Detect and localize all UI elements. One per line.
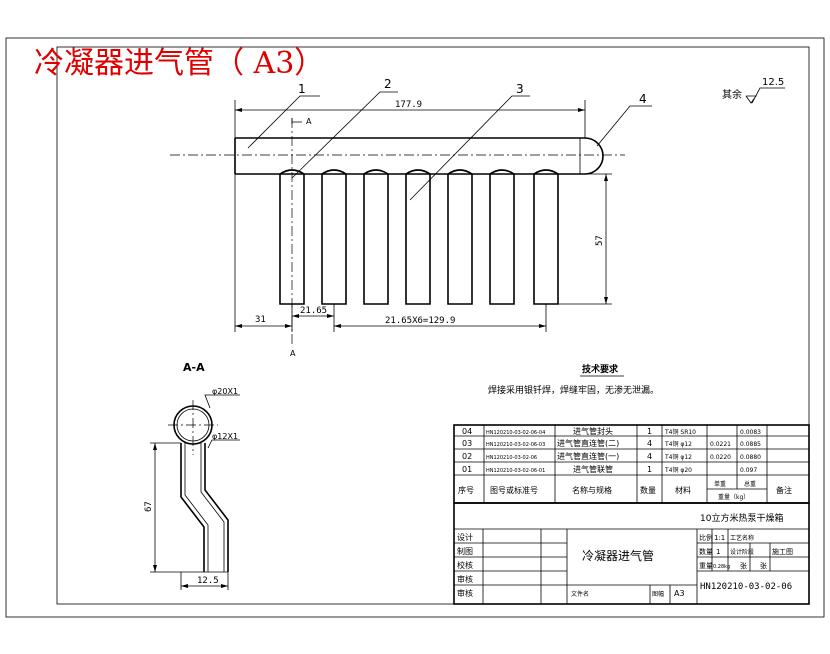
bom-row-unit: 0.0220 — [710, 454, 731, 461]
svg-text:焊接采用银钎焊，焊缝牢固，无渗无泄漏。: 焊接采用银钎焊，焊缝牢固，无渗无泄漏。 — [488, 384, 659, 396]
svg-text:12.5: 12.5 — [762, 77, 784, 88]
bom-row-qty: 4 — [647, 439, 652, 448]
bom-row-qty: 1 — [647, 427, 652, 436]
bom-header-weight-unit: 重量（kg） — [718, 493, 749, 501]
bom-row-code: HN120210-03-02-06-03 — [486, 442, 545, 448]
weight-label: 重量 — [699, 562, 713, 570]
bom-row-no: 04 — [462, 427, 472, 436]
technical-requirements: 技术要求 焊接采用银钎焊，焊缝牢固，无渗无泄漏。 — [488, 363, 659, 396]
inner-frame — [56, 46, 810, 605]
sheet-of: 张 — [760, 561, 767, 570]
svg-text:φ20X1: φ20X1 — [212, 387, 238, 396]
svg-text:177.9: 177.9 — [395, 100, 422, 110]
dim-overall-length: 177.9 — [234, 100, 586, 138]
section-view: φ20X1 φ12X1 67 12.5 — [144, 387, 240, 590]
bom-row-material: T4铜 SR10 — [664, 428, 696, 436]
part-name: 冷凝器进气管 — [582, 548, 654, 563]
header-pipe — [170, 137, 625, 175]
callout-4: 4 — [639, 92, 647, 106]
bom-row-qty: 1 — [647, 465, 652, 474]
section-line-a: A A — [290, 117, 312, 358]
dim-bottom-chain: 31 21.65 21.65X6=129.9 — [234, 174, 547, 332]
svg-text:A: A — [306, 117, 312, 126]
callout-3: 3 — [516, 82, 524, 96]
bom-row-material: T4铜 φ12 — [664, 440, 692, 448]
bom-row-no: 01 — [462, 465, 472, 474]
role-review: 审核 — [457, 574, 473, 584]
bom-header-unit: 单重 — [714, 480, 726, 488]
qty-label: 数量 — [699, 547, 713, 556]
dim-height: 57 — [558, 173, 612, 305]
bom-row-material: T4铜 φ12 — [664, 453, 692, 461]
role-approve: 审核 — [457, 588, 473, 598]
bom-row-code: HN120210-03-02-06 — [486, 455, 537, 461]
role-draw: 制图 — [457, 546, 473, 556]
bom-row-code: HN120210-03-02-06-04 — [486, 430, 545, 436]
outer-frame — [5, 37, 825, 618]
weight-value: 0.28kg — [713, 564, 730, 570]
svg-text:其余: 其余 — [722, 88, 742, 101]
bom-row-material: T4铜 φ20 — [664, 466, 692, 474]
svg-text:21.65X6=129.9: 21.65X6=129.9 — [385, 316, 455, 326]
bom-row-unit: 0.0221 — [710, 441, 731, 448]
svg-text:31: 31 — [255, 315, 266, 325]
bom-row-total: 0.0880 — [740, 454, 761, 461]
bom-row-total: 0.097 — [740, 467, 757, 474]
branch-tubes — [279, 169, 559, 305]
bom-table: 04 HN120210-03-02-06-04 进气管封头 1 T4铜 SR10… — [453, 424, 810, 504]
bom-row-no: 02 — [462, 452, 472, 461]
role-check: 校核 — [457, 560, 473, 570]
prop2-value: 施工图 — [772, 547, 793, 556]
title-block: 10立方米热泵干燥箱 设计 制图 校核 审核 审核 冷凝器进气管 文件名 图幅 … — [453, 502, 810, 605]
callout-2: 2 — [384, 77, 392, 91]
bom-row-code: HN120210-03-02-06-01 — [486, 468, 545, 474]
svg-text:67: 67 — [144, 501, 154, 512]
bom-header-name: 名称与规格 — [572, 485, 612, 495]
callout-leaders: 1 2 3 4 — [247, 77, 652, 201]
svg-text:技术要求: 技术要求 — [582, 363, 619, 375]
bom-header-code: 图号或标准号 — [490, 485, 538, 495]
format-label: 图幅 — [652, 590, 664, 598]
qty-value: 1 — [716, 548, 720, 556]
prop2-label: 设计阶段 — [730, 548, 754, 556]
svg-text:A: A — [290, 349, 296, 358]
bom-row-no: 03 — [462, 439, 472, 448]
bom-header-no: 序号 — [458, 485, 474, 495]
svg-text:21.65: 21.65 — [300, 306, 327, 316]
roughness-mark: 其余 12.5 — [722, 77, 785, 104]
bom-row-total: 0.0083 — [740, 429, 761, 436]
sheet-label: 张 — [740, 561, 747, 570]
bom-row-name: 进气管联管 — [573, 464, 613, 474]
drawing-number: HN120210-03-02-06 — [700, 582, 792, 592]
bom-row-qty: 4 — [647, 452, 652, 461]
bom-row-name: 进气管封头 — [573, 426, 613, 436]
role-design: 设计 — [457, 532, 473, 542]
scale-value: 1:1 — [714, 534, 725, 542]
bom-row-name: 进气管直连管(二) — [557, 438, 619, 448]
format-value: A3 — [674, 589, 685, 598]
bom-header-note: 备注 — [776, 485, 792, 495]
bom-row-total: 0.0885 — [740, 441, 761, 448]
bom-header-total: 总重 — [744, 480, 756, 488]
drawing-red-title: 冷凝器进气管（ A3） — [34, 46, 324, 81]
svg-text:12.5: 12.5 — [197, 576, 219, 586]
svg-text:φ12X1: φ12X1 — [212, 432, 238, 441]
prop1-label: 工艺名称 — [730, 534, 754, 542]
bom-header-qty: 数量 — [640, 485, 656, 495]
project-name: 10立方米热泵干燥箱 — [700, 512, 783, 524]
file-label: 文件名 — [571, 590, 589, 598]
bom-row-name: 进气管直连管(一) — [557, 451, 619, 461]
svg-text:57: 57 — [595, 235, 605, 246]
scale-label: 比例 — [699, 533, 713, 542]
callout-1: 1 — [298, 82, 306, 96]
section-view-title: A-A — [183, 361, 205, 374]
bom-header-material: 材料 — [675, 485, 691, 495]
